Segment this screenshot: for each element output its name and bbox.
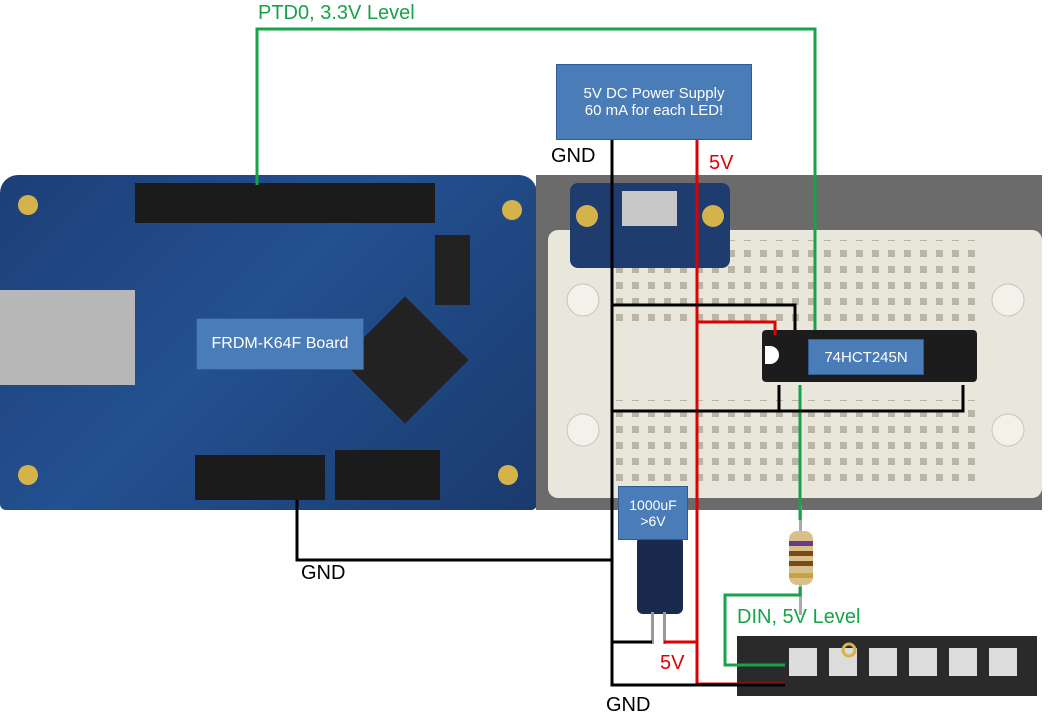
mount-hole: [576, 205, 598, 227]
din-label: DIN, 5V Level: [737, 606, 861, 628]
power-supply-box: 5V DC Power Supply 60 mA for each LED!: [556, 64, 752, 140]
resistor-band: [789, 541, 813, 546]
led-strip-graphic: [789, 642, 1017, 676]
usb-connector: [622, 191, 677, 226]
power-supply-line1: 5V DC Power Supply: [583, 85, 725, 102]
chip-label: 74HCT245N: [808, 339, 924, 375]
capacitor-lead: [663, 612, 666, 644]
frdm-board-photo: [0, 175, 537, 510]
gnd-top-label: GND: [551, 145, 596, 167]
5v-top-label: 5V: [709, 152, 734, 174]
wire-gnd-frdm: [295, 500, 612, 562]
resistor-band: [789, 561, 813, 566]
frdm-board-graphic: [0, 183, 522, 500]
wire-gnd-bus-top: [612, 303, 797, 330]
power-supply-line2: 60 mA for each LED!: [584, 102, 724, 119]
capacitor-line1: 1000uF: [629, 497, 677, 513]
gnd-left-label: GND: [301, 562, 346, 584]
capacitor: [637, 536, 683, 614]
resistor: [789, 531, 813, 585]
wire-5v-chip: [697, 320, 777, 335]
wire-gnd-bus-bottom: [612, 385, 965, 413]
capacitor-lead: [651, 612, 654, 644]
ic-notch-logo: [765, 346, 779, 364]
mount-hole: [702, 205, 724, 227]
chip-label-text: 74HCT245N: [824, 348, 908, 366]
capacitor-line2: >6V: [640, 513, 666, 529]
resistor-band: [789, 573, 813, 578]
capacitor-label: 1000uF >6V: [618, 486, 688, 540]
gnd-bottom-label: GND: [606, 694, 651, 716]
5v-bottom-label: 5V: [660, 652, 685, 674]
wire-ptd0: [255, 27, 817, 330]
usb-breakout-board: [570, 183, 730, 268]
ptd0-label: PTD0, 3.3V Level: [258, 2, 415, 24]
wire-din-strip: [723, 587, 802, 667]
resistor-band: [789, 551, 813, 556]
wire-gnd-main: [610, 138, 785, 687]
frdm-board-label: FRDM-K64F Board: [196, 318, 364, 370]
led-strip: [737, 636, 1037, 696]
frdm-board-label-text: FRDM-K64F Board: [211, 335, 349, 352]
